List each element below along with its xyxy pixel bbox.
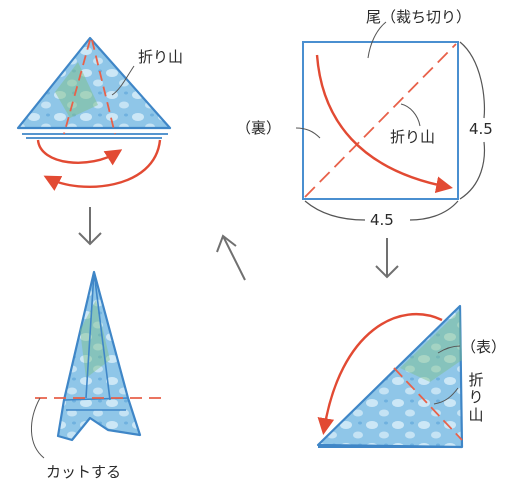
step1-square [295,21,486,221]
back-leader-line [295,127,321,139]
pennant-inner-edges [63,271,129,411]
back-side-label: （裏） [236,119,282,137]
tail-cut-edge-label: 尾（裁ち切り） [366,8,472,26]
step3-fold-mountain-label: 折り山 [138,48,184,66]
fold-direction-arrow [315,54,453,194]
small-triangle-layers [18,127,170,139]
step3-fold-leader [111,65,135,96]
step3-fold-line-right [91,39,116,135]
diagonal-fold-line [304,43,457,198]
cut-leader-line [30,397,45,459]
front-leader-line [437,345,461,354]
step3-triangle [16,36,172,191]
up-left-arrow-icon [216,234,246,281]
front-side-label: （表） [461,338,507,356]
step4-pennant [30,270,168,459]
step3-fold-line-left [63,39,91,135]
step2-fold-arrow [317,312,443,435]
step2-fold-mountain-label: 折り山 [468,371,484,424]
square-fold-mountain-label: 折り山 [390,128,436,146]
right-dimension-label: 4.5 [469,120,493,138]
pennant-green [80,300,110,378]
bottom-dimension-bracket [304,200,459,221]
step2-triangle [316,304,464,449]
cut-here-label: カットする [46,463,122,481]
step2-fold-leader [433,387,459,405]
step3-arrow-left [43,139,162,191]
fold-leader-line [400,103,421,127]
right-dimension-bracket [459,41,486,200]
down-arrow-icon [78,207,102,246]
step2-fold-line [393,367,463,441]
bottom-dimension-label: 4.5 [370,211,394,229]
step3-arrow-right [36,139,123,166]
tail-leader-line [367,21,387,59]
triangle-green-shade [400,310,462,382]
down-arrow-icon [375,238,399,279]
